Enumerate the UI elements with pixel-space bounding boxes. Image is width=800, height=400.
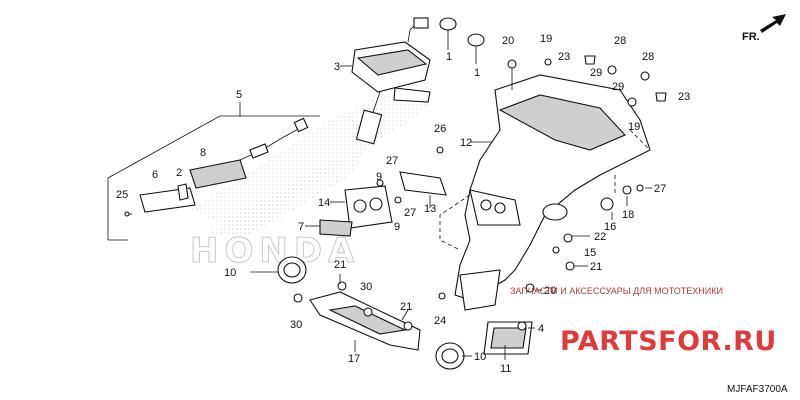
callout-23a: 23 [558,51,570,63]
callout-9b: 9 [394,221,400,233]
callout-6: 6 [152,169,158,181]
callout-11: 11 [500,363,511,375]
callout-23b: 23 [678,91,690,103]
front-label: FR. [742,31,760,43]
callout-25: 25 [116,189,128,201]
grommets-1 [439,17,485,64]
callout-2: 2 [176,167,182,179]
callout-20a: 20 [502,35,514,47]
callout-29a: 29 [590,67,602,79]
fasteners [293,55,667,331]
callout-17: 17 [348,353,360,365]
bracket-13 [399,171,447,196]
reflector-14 [344,185,393,229]
diagram-code: MJFAF3700A [727,384,788,395]
callout-1b: 1 [474,67,480,79]
callout-20b: 20 [544,285,556,297]
callout-21a: 21 [334,259,346,271]
honda-watermark-text: HONDA [190,231,360,271]
callout-10b: 10 [474,351,486,363]
license-light-assembly [107,102,320,241]
callout-8: 8 [200,147,206,159]
screw-2 [177,183,189,201]
callout-19b: 19 [628,121,640,133]
callout-28b: 28 [642,51,654,63]
callout-12: 12 [460,137,472,149]
callout-16: 16 [604,221,616,233]
socket [249,143,269,159]
callout-29b: 29 [612,81,624,93]
screw-25 [124,211,130,217]
front-direction-arrow: FR. [742,14,786,43]
arrow-icon [760,14,786,33]
leader-lines [250,65,652,360]
reflector-assembly [319,171,447,237]
honda-wing-watermark: HONDA [190,95,430,272]
reflector-7 [319,219,353,237]
callout-7: 7 [298,221,304,233]
wire-harness-plug [355,109,383,145]
cable-connector [413,17,429,29]
housing-8 [189,159,247,189]
callout-9a: 9 [376,171,382,183]
callout-3: 3 [334,61,340,73]
connector [293,117,309,133]
callout-24: 24 [434,315,446,327]
tail-light-3 [351,17,431,145]
callout-30b: 30 [290,319,302,331]
callout-10a: 10 [224,267,236,279]
callout-21b: 21 [400,301,412,313]
stay-17 [309,291,421,351]
callout-14: 14 [318,197,330,209]
shop-watermark: ЗАПЧАСТИ И АКСЕССУАРЫ ДЛЯ МОТОТЕХНИКИ PA… [510,286,777,357]
callout-18: 18 [622,209,634,221]
callout-27c: 27 [654,183,666,195]
callout-4: 4 [538,323,544,335]
callout-labels: 3 1 1 20 19 23 28 28 29 29 23 19 5 26 12… [116,33,690,375]
callout-1a: 1 [446,51,452,63]
callout-19a: 19 [540,33,552,45]
callout-27a: 27 [386,155,398,167]
callout-26: 26 [434,123,446,135]
watermark-tagline: ЗАПЧАСТИ И АКСЕССУАРЫ ДЛЯ МОТОТЕХНИКИ [510,286,723,296]
callout-13: 13 [424,203,436,215]
rear-fender-12 [454,74,651,311]
callout-15: 15 [584,247,596,259]
callout-30a: 30 [360,281,372,293]
callout-5: 5 [236,89,242,101]
callout-22: 22 [594,231,606,243]
callout-27b: 27 [404,207,416,219]
rubber-ring-10 [277,256,465,370]
callout-28a: 28 [614,35,626,47]
callout-21c: 21 [590,261,602,273]
watermark-brand: PARTSFOR.RU [560,326,777,357]
